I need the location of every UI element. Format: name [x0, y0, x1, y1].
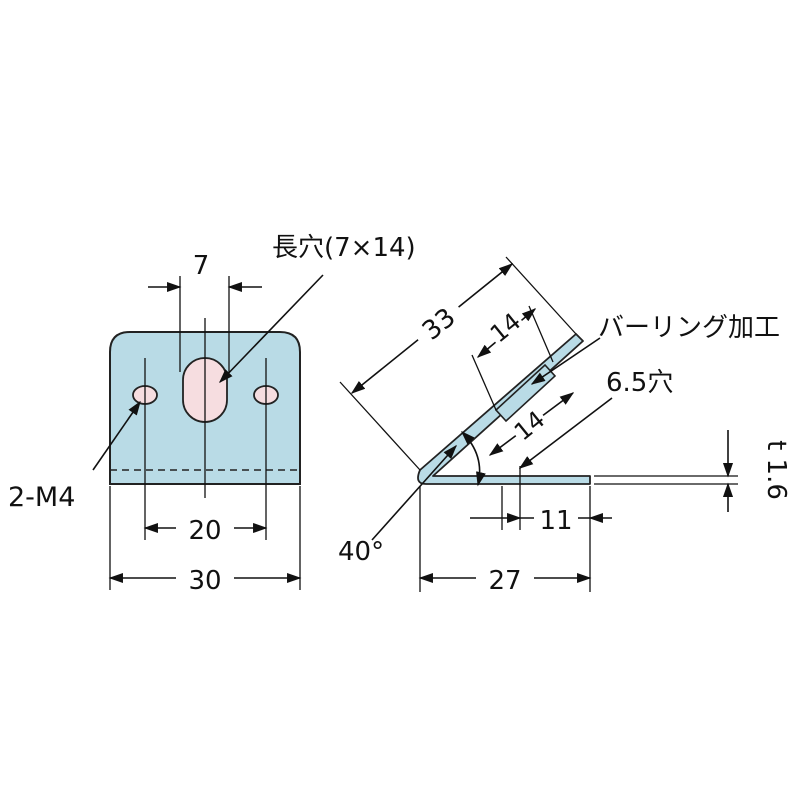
- hole-label: 6.5穴: [606, 368, 673, 398]
- width-label: 30: [188, 566, 221, 596]
- angle-label: 40°: [338, 537, 384, 567]
- front-view: 7 長穴(7×14) 2-M4 20 30: [8, 233, 416, 596]
- side-view: 33 14 バーリング加工 6.5穴 14 40° 11: [338, 256, 791, 596]
- slot-label: 長穴(7×14): [272, 233, 416, 263]
- offset-label-bg: [534, 503, 578, 533]
- slot-width-label: 7: [193, 251, 210, 281]
- pitch-label-bg: [176, 512, 234, 544]
- long-label-bg: [407, 293, 469, 353]
- short-label: 27: [488, 566, 521, 596]
- angle-arc: [460, 430, 486, 487]
- burring-label: バーリング加工: [598, 313, 780, 343]
- burring-len-bg: [482, 304, 527, 348]
- burring-leader: [530, 337, 601, 385]
- burring-ext-b: [528, 305, 554, 363]
- short-label-bg: [476, 562, 534, 594]
- thickness-label: t 1.6: [761, 440, 791, 500]
- long-ext-tip: [505, 256, 577, 335]
- pitch-label: 20: [188, 516, 221, 546]
- slot-leader: [219, 274, 324, 384]
- burring-len-label: 14: [485, 307, 526, 348]
- m4-label: 2-M4: [8, 482, 75, 513]
- hole-len-bg: [506, 402, 551, 446]
- m4-leader: [92, 400, 141, 471]
- offset-label: 11: [539, 506, 572, 536]
- long-ext-bend: [339, 381, 421, 471]
- angle-leader: [371, 444, 457, 541]
- burring-ext-a: [471, 354, 497, 411]
- width-label-bg: [176, 562, 234, 594]
